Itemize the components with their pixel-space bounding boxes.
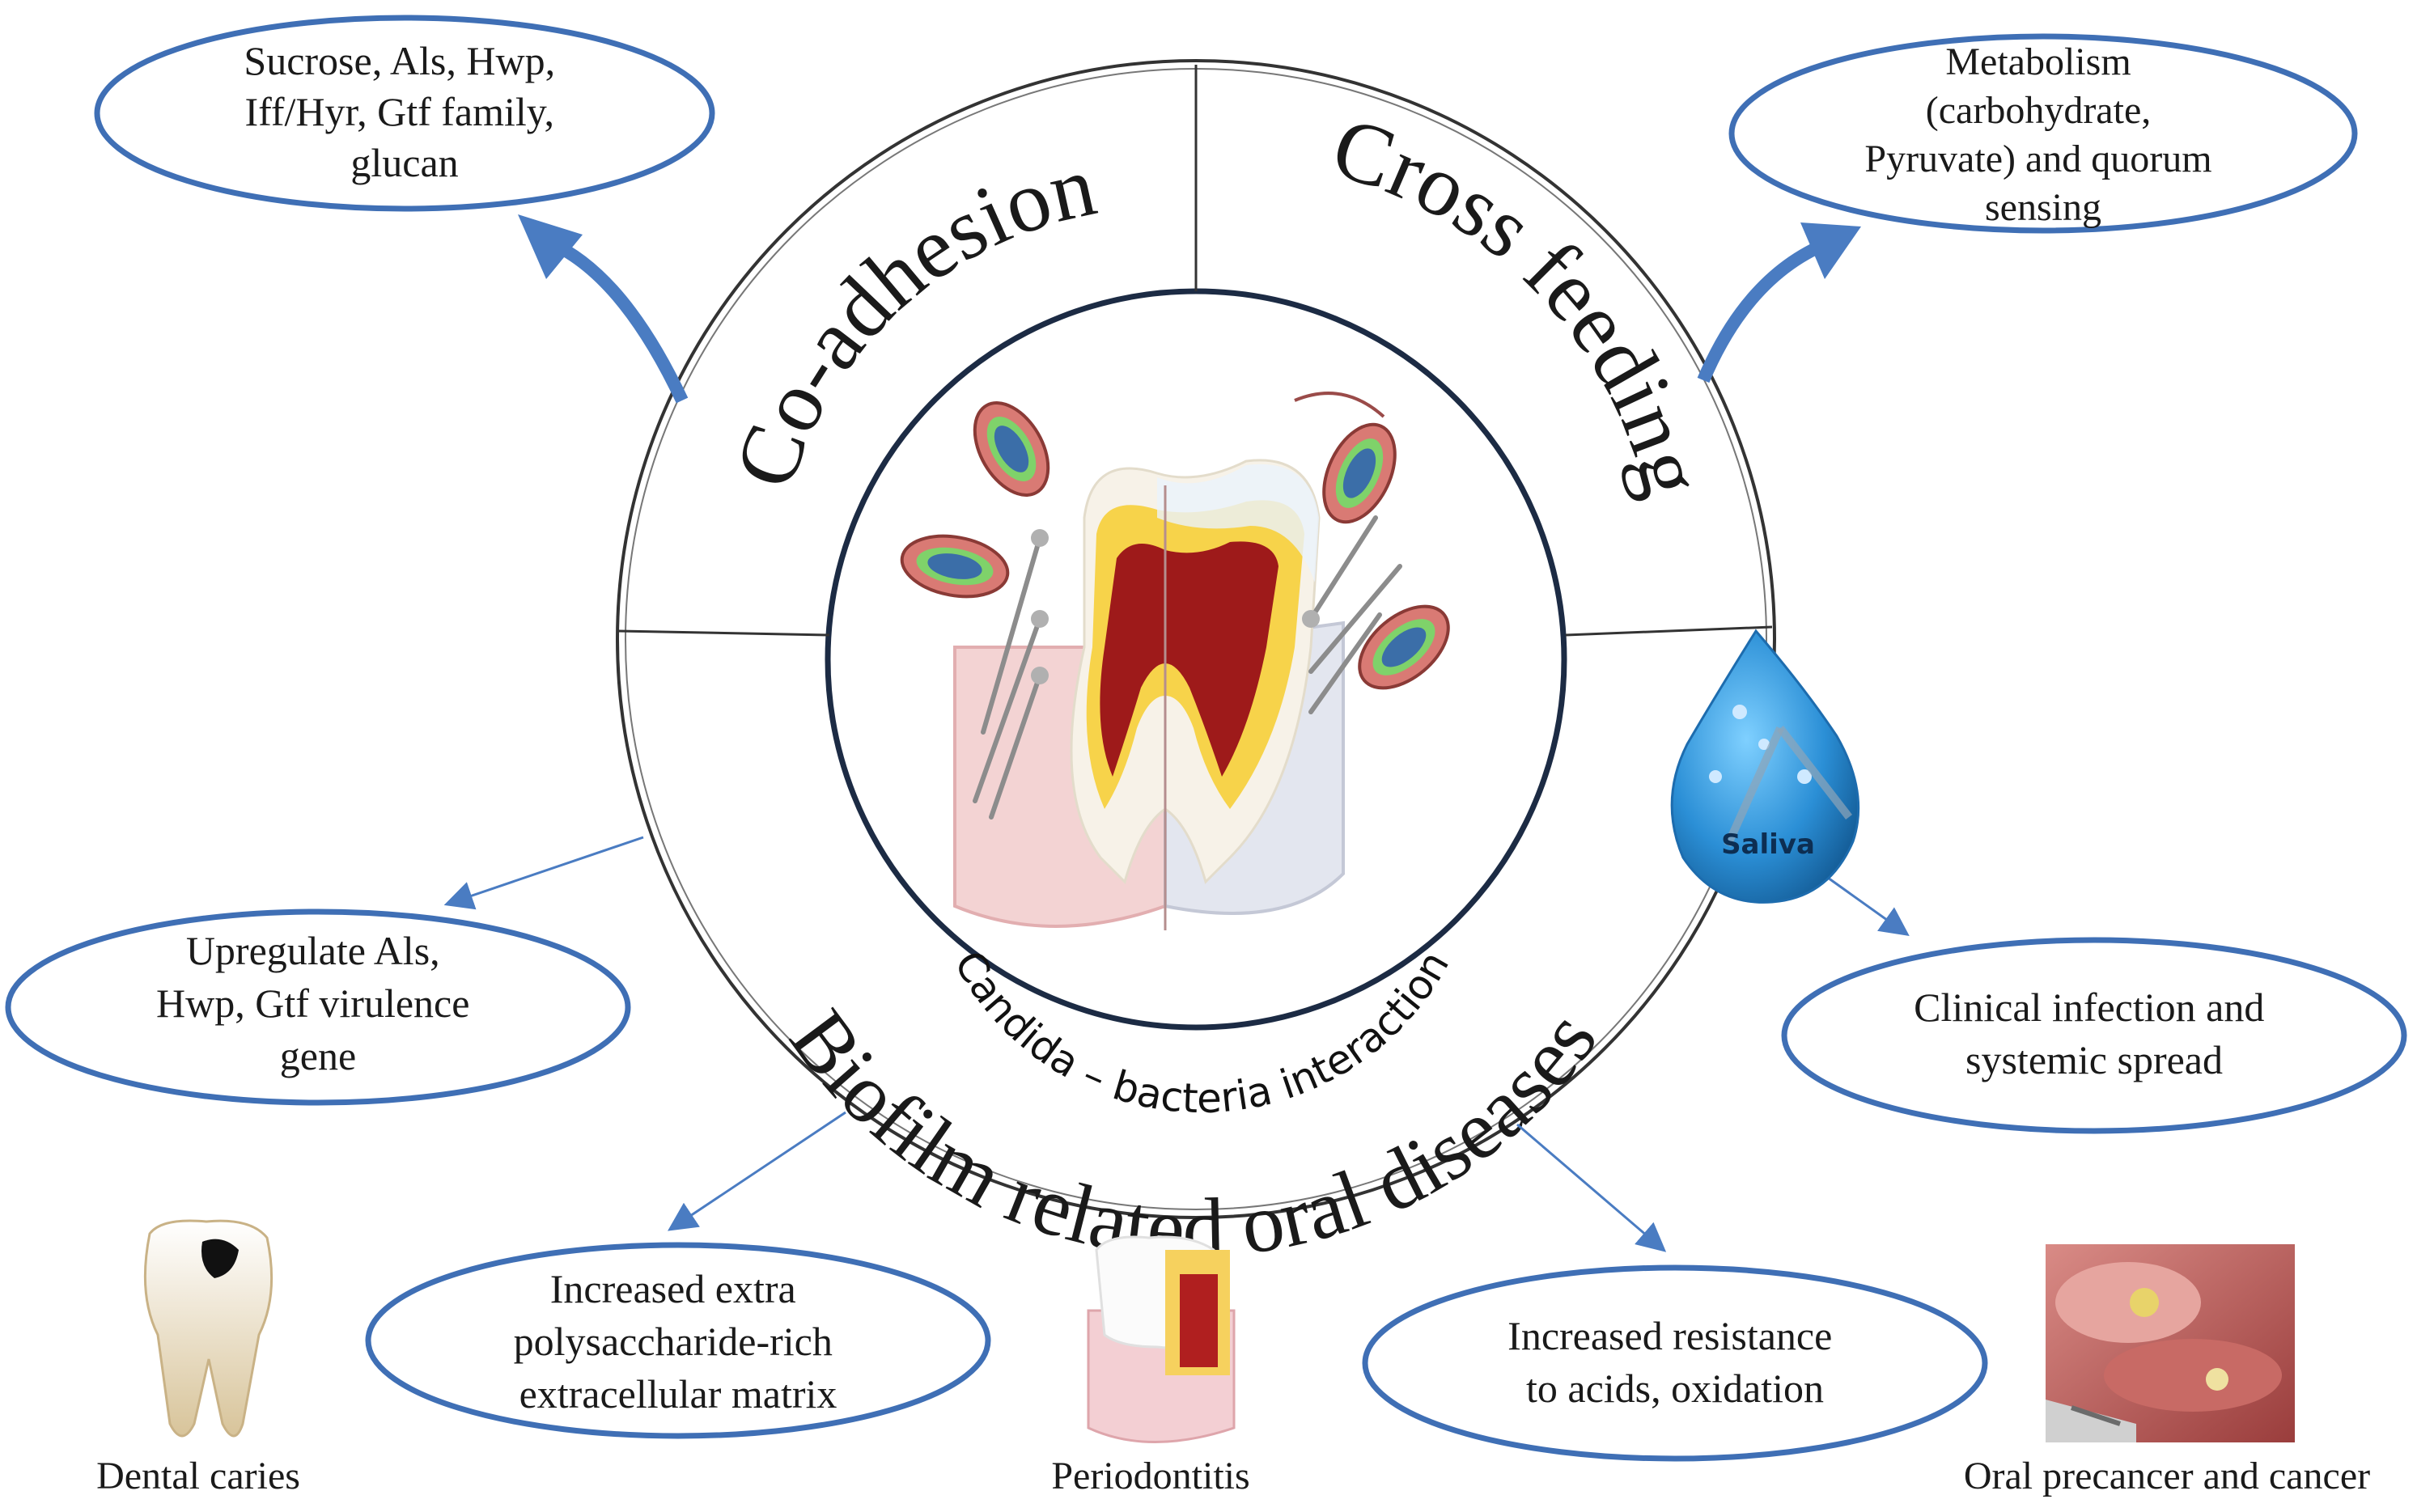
svg-text:Clinical infection and s: Clinical infection and systemic spread (1914, 985, 2275, 1082)
oval-mid-left-line-2: Hwp, Gtf virulence (156, 980, 469, 1026)
oval-mid-left-line-1: Upregulate Als, (186, 928, 440, 973)
oval-top-left-line-3: glucan (350, 140, 458, 185)
oral-cancer-label: Oral precancer and cancer (1964, 1455, 2370, 1497)
oval-mid-right-line-1: Clinical infection and (1914, 985, 2264, 1030)
saliva-label: Saliva (1721, 828, 1815, 861)
svg-text:Sucrose, Als, Hwp, Iff/H: Sucrose, Als, Hwp, Iff/Hyr, Gtf family, … (244, 38, 565, 185)
svg-text:Upregulate Als, Hwp, Gtf: Upregulate Als, Hwp, Gtf virulence gene (156, 928, 480, 1078)
oval-top-right-line-4: sensing (1985, 186, 2101, 229)
enamel-highlight (1157, 464, 1319, 582)
outer-ring (616, 59, 1776, 1219)
oval-top-right-line-1: Metabolism (1945, 40, 2131, 83)
arrow-to-clinical (1816, 868, 1910, 936)
caries-lesion (201, 1239, 239, 1278)
oval-top-left-line-2: Iff/Hyr, Gtf family, (244, 89, 554, 134)
oval-bottom-center-left-line-3: extracellular matrix (519, 1371, 837, 1417)
bacteria (900, 392, 1450, 690)
arrow-cross-feeding (1697, 236, 1831, 383)
oval-bottom-center-left-line-1: Increased extra (550, 1266, 796, 1311)
oval-mid-left-line-3: gene (280, 1033, 356, 1078)
oval-bottom-center-left: Increased extra polysaccharide-rich extr… (365, 1242, 991, 1439)
saliva-drop: Saliva (1670, 629, 1860, 904)
biofilm-label: Biofilm related oral diseases (772, 993, 1614, 1275)
svg-text:Metabolism (carbohydrate: Metabolism (carbohydrate, Pyruvate) and … (1864, 40, 2221, 229)
oval-top-right-line-3: Pyruvate) and quorum (1864, 138, 2211, 180)
dental-caries-label: Dental caries (96, 1455, 300, 1497)
arrow-co-adhesion (547, 236, 689, 404)
divider-left (618, 629, 830, 637)
oval-top-right: Metabolism (carbohydrate, Pyruvate) and … (1728, 33, 2358, 234)
oral-cancer-photo (2046, 1244, 2295, 1442)
dental-caries-illustration (143, 1219, 274, 1438)
arrow-cross-feeding-head (1800, 222, 1861, 279)
outer-circle (616, 59, 1776, 1219)
svg-text:Increased resistance to: Increased resistance to acids, oxidation (1507, 1313, 1842, 1411)
oval-bottom-center-right-line-1: Increased resistance (1507, 1313, 1832, 1358)
oval-top-left-line-1: Sucrose, Als, Hwp, (244, 38, 555, 83)
bacterium-top-right (1322, 422, 1397, 524)
bacterium-top-left (973, 401, 1050, 497)
oval-mid-right-line-2: systemic spread (1965, 1037, 2223, 1082)
bacterium-left (900, 534, 1010, 599)
oval-bottom-center-right-line-2: to acids, oxidation (1526, 1366, 1824, 1411)
arrow-to-matrix (668, 1111, 846, 1231)
oval-top-right-line-2: (carbohydrate, (1926, 89, 2152, 132)
periodontitis-illustration (1087, 1235, 1236, 1443)
oval-mid-right: Clinical infection and systemic spread (1781, 937, 2407, 1134)
svg-text:Increased extra polysacc: Increased extra polysaccharide-rich extr… (514, 1266, 843, 1417)
arrow-co-adhesion-head (518, 214, 583, 279)
pulp-chamber (1100, 541, 1278, 777)
pins (973, 515, 1402, 820)
center-label: Candida – bacteria interaction (945, 943, 1458, 1123)
co-adhesion-label: Co-adhesion (716, 138, 1104, 500)
tooth-illustration (953, 459, 1345, 930)
divider-right (1565, 625, 1773, 637)
oval-top-left: Sucrose, Als, Hwp, Iff/Hyr, Gtf family, … (94, 15, 715, 212)
arrow-to-upregulate (443, 836, 644, 910)
bacterium-right (1358, 604, 1450, 690)
periodontitis-label: Periodontitis (1051, 1455, 1249, 1497)
oval-bottom-center-right: Increased resistance to acids, oxidation (1362, 1264, 1988, 1462)
arrow-to-resistance (1516, 1123, 1667, 1252)
oval-bottom-center-left-line-2: polysaccharide-rich (514, 1319, 833, 1364)
bacterium-flagellum (1294, 392, 1385, 418)
oval-mid-left: Upregulate Als, Hwp, Gtf virulence gene (5, 908, 631, 1106)
